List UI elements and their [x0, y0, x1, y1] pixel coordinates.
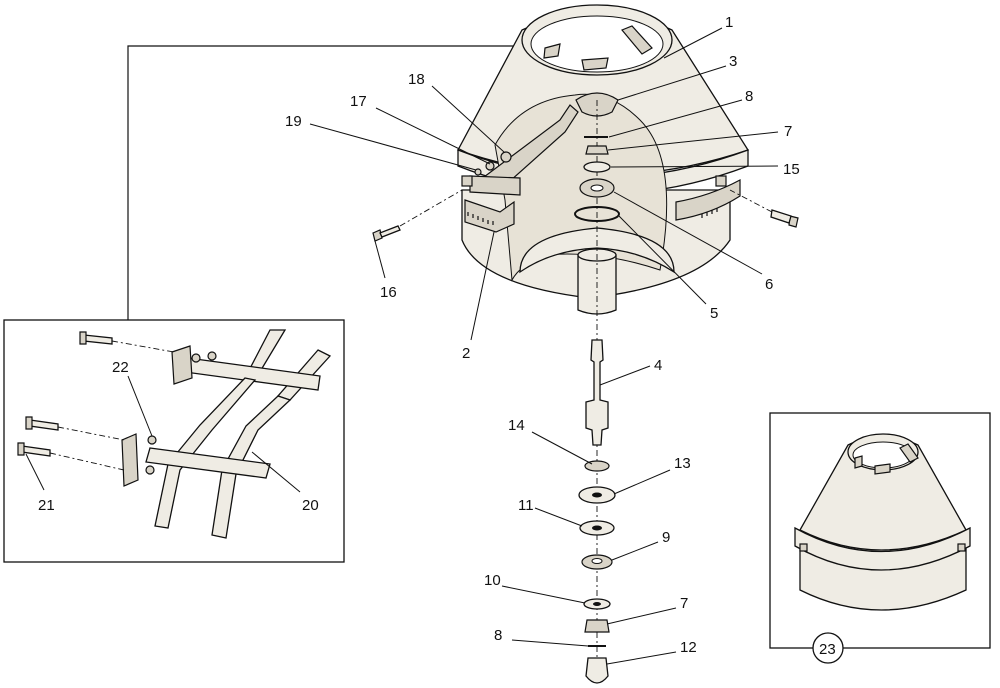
callout-6: 6: [765, 276, 773, 293]
frame-bolt-path-2: [57, 426, 125, 441]
bolt-19: [474, 168, 482, 176]
gear-teeth-right: [701, 208, 718, 218]
top-slot-center: [581, 57, 609, 71]
callout-22: 22: [112, 359, 129, 376]
callout-13: 13: [674, 455, 691, 472]
callout-10: 10: [484, 572, 501, 589]
callout-7-top: 7: [784, 123, 792, 140]
callout-15: 15: [783, 161, 800, 178]
washer-17: [485, 161, 495, 171]
callout-labels: 1 3 8 7 15 6 5 2 16 17 18 19 4 14 13 11 …: [38, 14, 836, 658]
callout-18: 18: [408, 71, 425, 88]
cap-nut-12: [585, 657, 609, 684]
bolt-16-left-path: [399, 189, 463, 227]
frame-bolt-path-1: [111, 340, 175, 353]
callout-17: 17: [350, 93, 367, 110]
callout-4: 4: [654, 357, 662, 374]
spacer-13-hole: [592, 492, 602, 498]
hex-nut-7-bottom: [584, 619, 610, 633]
gear-teeth-left: [467, 212, 494, 225]
callout-7-bottom: 7: [680, 595, 688, 612]
frame-bolt-path-3: [49, 452, 125, 471]
callout-16: 16: [380, 284, 397, 301]
callout-23-circle: [812, 632, 844, 664]
callout-14: 14: [508, 417, 525, 434]
bolt-16-right-path: [729, 189, 773, 213]
callout-1: 1: [725, 14, 733, 31]
callout-21: 21: [38, 497, 55, 514]
bolt-16-right: [770, 209, 799, 228]
callout-5: 5: [710, 305, 718, 322]
callout-9: 9: [662, 529, 670, 546]
o-ring-5: [574, 206, 620, 222]
callout-8-top: 8: [745, 88, 753, 105]
hanger-frame: [121, 329, 332, 539]
lock-washer-9-hole: [591, 558, 603, 564]
complete-hopper-assembly: [794, 433, 971, 611]
washer-10-hole: [593, 602, 601, 606]
drive-shaft: [585, 339, 609, 446]
mount-block-left: [461, 175, 473, 187]
callout-8-bottom: 8: [494, 627, 502, 644]
gear-segment-right: [675, 179, 741, 221]
washer-15: [583, 161, 611, 173]
callout-20: 20: [302, 497, 319, 514]
callout-19: 19: [285, 113, 302, 130]
inset-connector-line: [127, 45, 528, 320]
mount-block-right: [715, 175, 727, 187]
callout-3: 3: [729, 53, 737, 70]
callout-11: 11: [518, 497, 534, 514]
spacer-6-hole: [590, 184, 604, 192]
nut-18: [500, 151, 512, 163]
washer-11-hole: [592, 525, 602, 531]
top-slot-left: [543, 43, 561, 59]
leader-lines: [25, 27, 812, 665]
callout-2: 2: [462, 345, 470, 362]
gear-segment-left: [464, 199, 515, 233]
bolt-16-left: [372, 225, 401, 242]
top-slot-right: [621, 25, 653, 55]
agitator-bracket: [469, 175, 521, 196]
frame-bolts: [17, 331, 113, 457]
hex-nut-7-top: [585, 145, 609, 155]
callout-23: 23: [819, 641, 836, 658]
callout-12: 12: [680, 639, 697, 656]
